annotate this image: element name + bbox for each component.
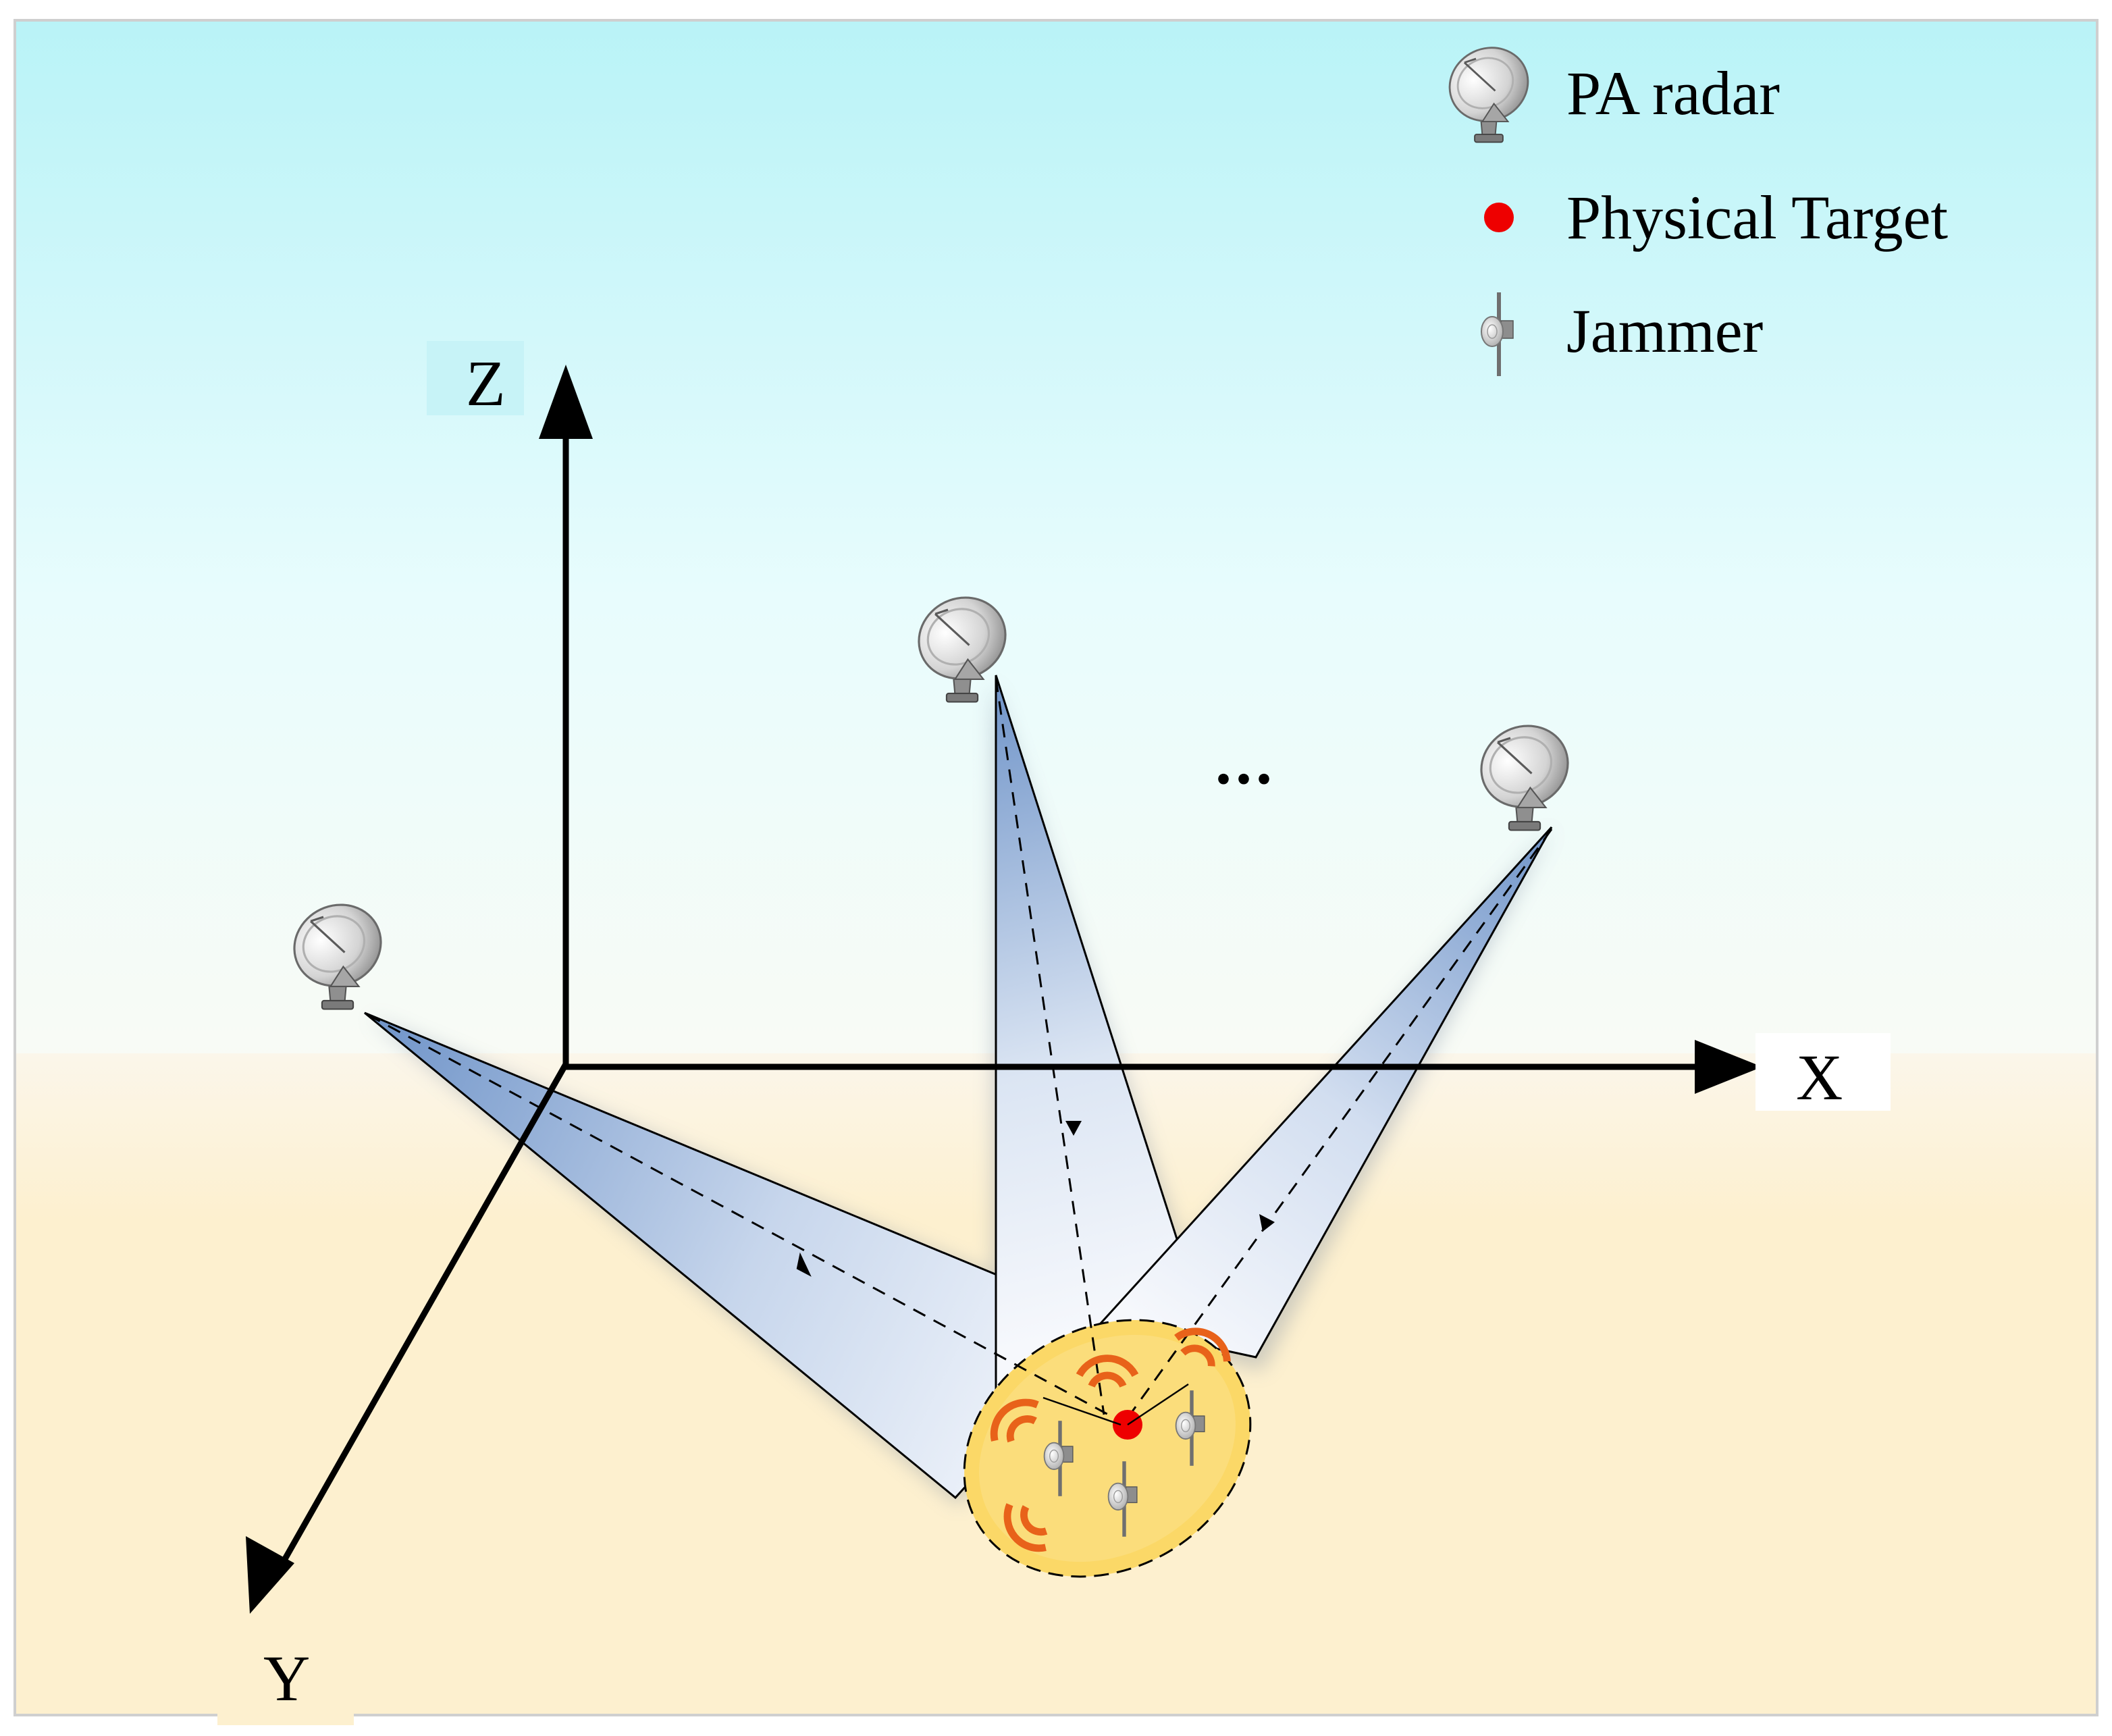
y-axis-label: Y [263,1642,311,1714]
legend-jammer-label: Jammer [1566,296,1764,365]
z-axis-label: Z [466,347,506,419]
beam-center-lines [367,678,1553,1423]
legend-icons [1436,34,1541,377]
red-dot-icon [1484,203,1514,232]
y-label-bg [217,1624,354,1725]
axis-arrowheads [246,365,1762,1614]
ellipsis-label: ... [1215,725,1276,797]
coordinate-axes [274,419,1708,1575]
z-label-bg [427,341,524,415]
x-label-bg [1755,1033,1891,1111]
jamming-zone [963,1319,1252,1578]
x-axis-label: X [1796,1041,1843,1113]
radar-beams [364,675,1553,1500]
beam-direction-arrows [796,1121,1275,1277]
zone-lines [1042,1383,1189,1426]
legend-target-label: Physical Target [1566,183,1949,252]
legend-radar-label: PA radar [1566,59,1780,128]
